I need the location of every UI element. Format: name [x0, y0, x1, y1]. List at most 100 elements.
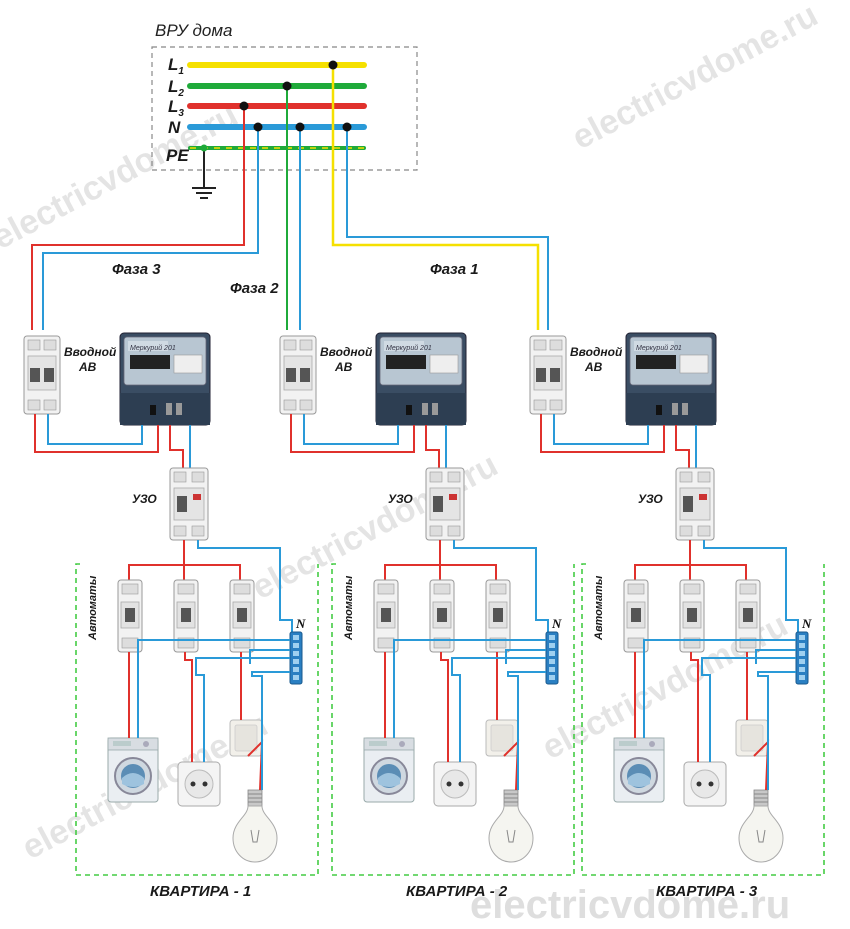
- wire-rcd-nbus: [453, 540, 549, 632]
- apartment-title: КВАРТИРА - 3: [656, 883, 758, 900]
- washing-machine-icon: [613, 737, 665, 803]
- bus-label-l2: L2: [168, 77, 184, 99]
- wire-breaker-meter-phase: [34, 414, 159, 453]
- socket-icon: [683, 761, 727, 807]
- switch-icon: [229, 719, 263, 757]
- ground-icon: [192, 148, 216, 199]
- wire-neutral-socket: [451, 657, 546, 762]
- wire-neutral-lamp: [507, 671, 546, 790]
- breaker-3: [735, 579, 761, 653]
- wire-rcd-breaker3: [690, 564, 747, 580]
- wire-neutral-washer: [137, 639, 290, 738]
- wire-rcd-breaker3: [184, 564, 241, 580]
- rcd-label: УЗО: [132, 492, 157, 506]
- intro-breaker-label: Вводной: [64, 345, 117, 359]
- intro-breaker-label-2: АВ: [334, 360, 353, 374]
- socket-icon: [177, 761, 221, 807]
- breaker-2: [429, 579, 455, 653]
- feeder-wires: [31, 65, 549, 330]
- breakers-label: Автоматы: [343, 575, 355, 641]
- watermark-text: electricvdome.ru: [0, 96, 244, 257]
- rcd-device: [425, 467, 465, 541]
- socket-icon: [433, 761, 477, 807]
- feeder-phase3-wire: [31, 106, 245, 330]
- lamp-icon: [232, 789, 278, 863]
- breakers-label: Автоматы: [593, 575, 605, 641]
- n-bus-label: N: [295, 616, 306, 631]
- apartment-frame: [75, 563, 319, 876]
- rcd-label: УЗО: [388, 492, 413, 506]
- lamp-icon: [738, 789, 784, 863]
- wire-neutral-aux: [505, 649, 546, 664]
- pe-node: [200, 144, 208, 152]
- rcd-label: УЗО: [638, 492, 663, 506]
- wire-breaker-meter-phase: [290, 414, 415, 453]
- n-bus: [545, 631, 559, 685]
- wire-rcd-breaker3: [440, 564, 497, 580]
- bus-taps: [239, 60, 352, 132]
- wire-phase-socket: [440, 652, 449, 762]
- vru-panel: ВРУ дома L1 L2 L3 N PE: [151, 21, 418, 199]
- n-bus-label: N: [801, 616, 812, 631]
- n-bus-label: N: [551, 616, 562, 631]
- wire-rcd-nbus: [197, 540, 293, 632]
- switch-icon: [735, 719, 769, 757]
- wire-neutral-socket: [701, 657, 796, 762]
- bus-label-l3: L3: [168, 97, 184, 119]
- vru-frame: [151, 46, 418, 171]
- rcd-device: [675, 467, 715, 541]
- wire-neutral-aux: [249, 649, 290, 664]
- watermark-footer: electricvdome.ru: [470, 883, 790, 927]
- wire-meter-rcd-phase: [425, 425, 440, 468]
- bus-label-pe: PE: [166, 146, 189, 165]
- wire-neutral-aux: [755, 649, 796, 664]
- wire-meter-rcd-phase: [169, 425, 184, 468]
- phase-label-1: Фаза 1: [430, 261, 479, 278]
- wire-neutral-lamp: [251, 671, 290, 790]
- bus-label-n: N: [168, 118, 181, 137]
- breaker-2: [173, 579, 199, 653]
- meter-brand: Меркурий 201: [130, 344, 176, 352]
- wire-rcd-breaker1: [128, 540, 185, 580]
- intro-breaker-label: Вводной: [570, 345, 623, 359]
- intro-breaker-label-2: АВ: [584, 360, 603, 374]
- meter-brand: Меркурий 201: [386, 344, 432, 352]
- washing-machine-icon: [107, 737, 159, 803]
- wire-neutral-socket: [195, 657, 290, 762]
- wire-neutral-washer: [643, 639, 796, 738]
- lamp-icon: [488, 789, 534, 863]
- breakers-label: Автоматы: [87, 575, 99, 641]
- bus-label-l1: L1: [168, 55, 184, 77]
- intro-breaker: [279, 335, 317, 415]
- intro-breaker-label: Вводной: [320, 345, 373, 359]
- n-bus: [289, 631, 303, 685]
- phase-label-3: Фаза 3: [112, 261, 161, 278]
- wire-breaker-meter-phase: [540, 414, 665, 453]
- wire-meter-rcd-phase: [675, 425, 690, 468]
- apartment-frame: [331, 563, 575, 876]
- wire-phase-socket: [184, 652, 193, 762]
- apartment-title: КВАРТИРА - 1: [150, 883, 251, 900]
- wire-neutral-lamp: [757, 671, 796, 790]
- wire-rcd-breaker1: [634, 540, 691, 580]
- meter-brand: Меркурий 201: [636, 344, 682, 352]
- apartment-frame: [581, 563, 825, 876]
- washing-machine-icon: [363, 737, 415, 803]
- wire-phase-socket: [690, 652, 699, 762]
- rcd-device: [169, 467, 209, 541]
- intro-breaker-label-2: АВ: [78, 360, 97, 374]
- intro-breaker: [23, 335, 61, 415]
- n-bus: [795, 631, 809, 685]
- apartment-title: КВАРТИРА - 2: [406, 883, 508, 900]
- switch-icon: [485, 719, 519, 757]
- breaker-3: [485, 579, 511, 653]
- watermark-text: electricvdome.ru: [566, 0, 824, 157]
- breaker-2: [679, 579, 705, 653]
- wire-breaker-meter-neutral: [553, 414, 649, 445]
- wire-rcd-nbus: [703, 540, 799, 632]
- wire-neutral-washer: [393, 639, 546, 738]
- feeder-n3-wire: [346, 127, 549, 330]
